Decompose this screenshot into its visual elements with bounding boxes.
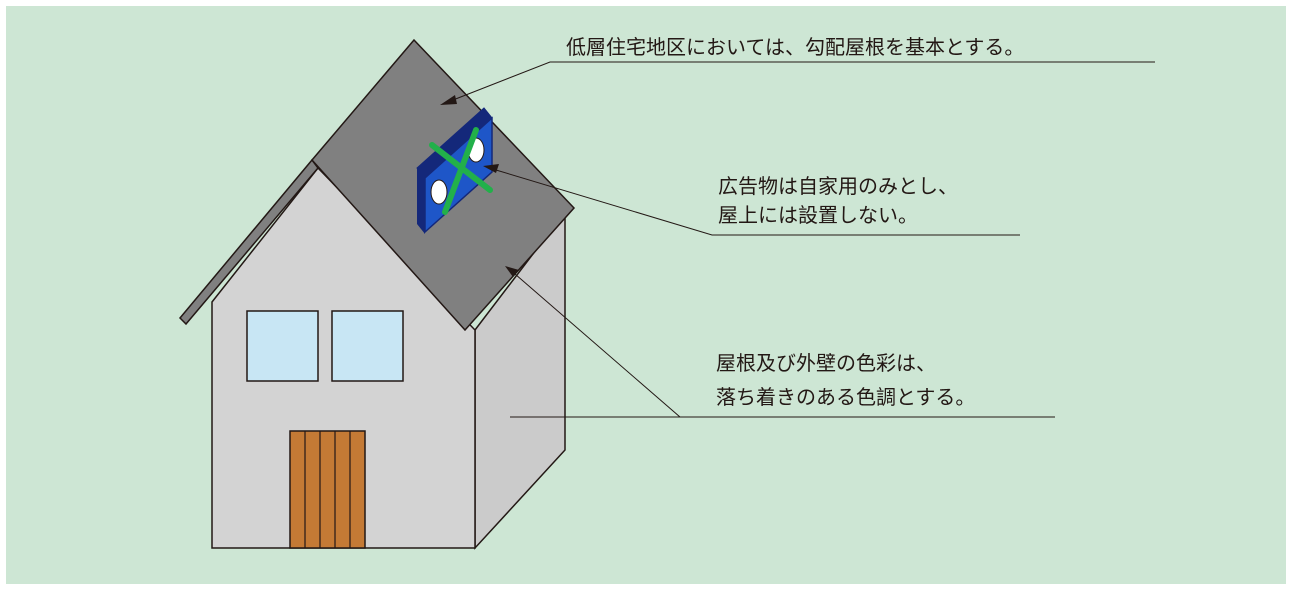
- door: [289, 430, 366, 549]
- signage-rule-text-line2: 屋上には設置しない。: [718, 203, 918, 227]
- color-rule-text-line1: 屋根及び外壁の色彩は、: [716, 351, 936, 375]
- signage-rule-text-line1: 広告物は自家用のみとし、: [718, 174, 958, 198]
- cross-mark-icon: [429, 127, 493, 215]
- roof-rule-text: 低層住宅地区においては、勾配屋根を基本とする。: [566, 35, 1024, 59]
- window-right: [331, 310, 404, 382]
- roof-eave: [178, 158, 319, 326]
- window-left: [246, 310, 319, 382]
- leader-line-color: [505, 266, 1055, 418]
- leader-line-roof: [440, 61, 1155, 105]
- color-rule-text-line2: 落ち着きのある色調とする。: [716, 385, 975, 409]
- leader-line-signage: [483, 164, 1020, 236]
